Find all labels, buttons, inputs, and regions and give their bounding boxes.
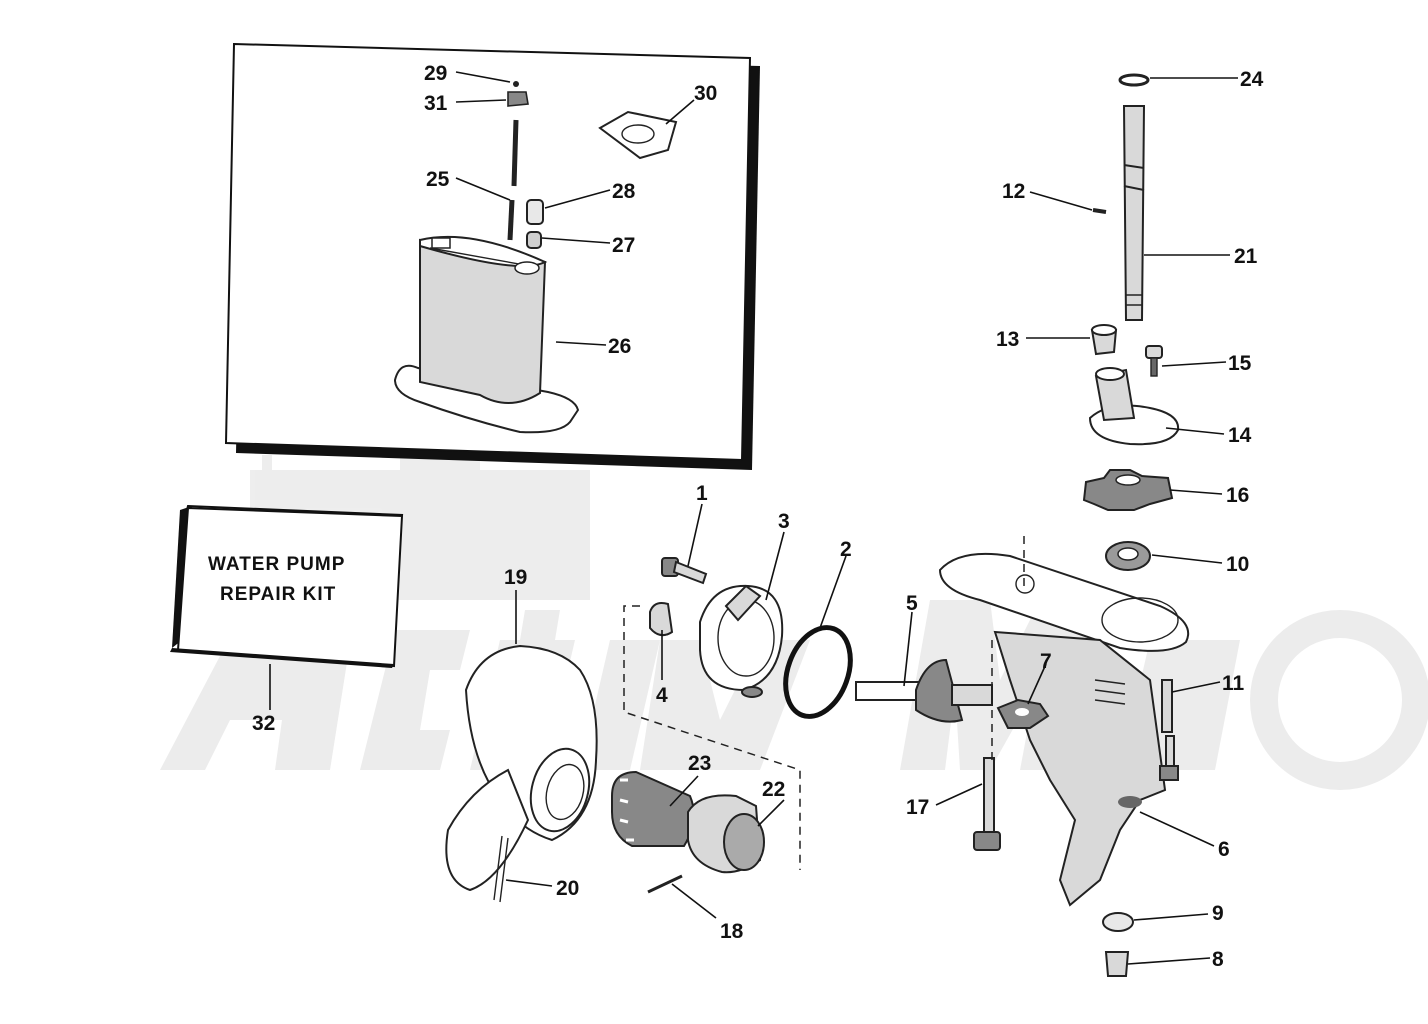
part-6-gearcase — [938, 552, 1190, 907]
part-10-seal — [1105, 541, 1151, 571]
callout-18: 18 — [720, 920, 744, 943]
part-11-stud — [1159, 679, 1179, 781]
part-1-screw — [661, 557, 708, 585]
part-26-exhaust-housing — [393, 235, 580, 434]
part-27-grommet — [526, 231, 542, 249]
callout-1: 1 — [696, 482, 708, 505]
kit-box-front — [176, 506, 404, 668]
callout-23: 23 — [688, 752, 711, 775]
callout-3: 3 — [778, 510, 790, 533]
part-12-pin — [1092, 208, 1107, 214]
part-25-water-tube — [507, 119, 519, 241]
part-28-grommet — [526, 199, 544, 225]
callout-24: 24 — [1240, 68, 1264, 91]
callout-6: 6 — [1218, 838, 1230, 861]
callout-10: 10 — [1226, 553, 1249, 576]
part-19-propeller — [445, 644, 598, 892]
part-22-thrust-hub — [687, 794, 765, 874]
callout-9: 9 — [1212, 902, 1224, 925]
part-3-bearing-housing — [699, 584, 784, 698]
part-24-seal — [1118, 73, 1150, 87]
part-17-bolt — [973, 757, 1001, 851]
leader-lines — [269, 71, 1238, 965]
callout-15: 15 — [1228, 352, 1252, 375]
part-23-drive-pin-hub — [611, 770, 695, 847]
callout-21: 21 — [1234, 245, 1258, 268]
kit-box-line1: WATER PUMP — [208, 554, 345, 575]
part-20-cotter-pin — [493, 835, 509, 903]
part-5-propeller-shaft-gear — [855, 658, 993, 723]
callout-19: 19 — [504, 566, 527, 589]
part-7-pinion-gear — [996, 698, 1050, 729]
callout-2: 2 — [840, 538, 852, 561]
callout-5: 5 — [906, 592, 918, 615]
callout-12: 12 — [1002, 180, 1025, 203]
dashed-group-outline — [623, 536, 1025, 870]
part-18-drive-pin — [647, 874, 683, 894]
callout-14: 14 — [1228, 424, 1252, 447]
callout-26: 26 — [608, 335, 631, 358]
callout-8: 8 — [1212, 948, 1224, 971]
part-16-impeller — [1082, 469, 1174, 511]
callout-27: 27 — [612, 234, 635, 257]
callout-29: 29 — [424, 62, 447, 85]
part-14-pump-housing — [1088, 367, 1180, 446]
callout-32: 32 — [252, 712, 275, 735]
part-2-o-ring — [783, 625, 853, 719]
callout-28: 28 — [612, 180, 636, 203]
callout-numbers: 29 31 30 25 28 27 26 24 12 21 13 15 14 1… — [252, 62, 1264, 971]
callout-25: 25 — [426, 168, 450, 191]
part-30-gasket — [598, 110, 678, 160]
callout-13: 13 — [996, 328, 1019, 351]
callout-17: 17 — [906, 796, 929, 819]
callout-7: 7 — [1040, 650, 1052, 673]
part-31-nut — [507, 91, 529, 107]
kit-box-line2: REPAIR KIT — [220, 584, 336, 605]
part-8-plug — [1104, 951, 1130, 977]
part-13-bushing — [1090, 324, 1118, 356]
callout-20: 20 — [556, 877, 579, 900]
part-9-washer — [1102, 912, 1134, 932]
callout-30: 30 — [694, 82, 717, 105]
callout-16: 16 — [1226, 484, 1249, 507]
part-4-spacer — [649, 602, 674, 637]
callout-31: 31 — [424, 92, 448, 115]
part-29-ball — [513, 81, 519, 87]
part-21-drive-shaft — [1122, 105, 1146, 321]
callout-11: 11 — [1222, 672, 1245, 695]
repair-kit-box: WATER PUMP REPAIR KIT — [170, 504, 404, 668]
callout-22: 22 — [762, 778, 785, 801]
kit-box-bottom — [170, 648, 394, 668]
part-15-screw — [1145, 345, 1163, 377]
callout-4: 4 — [656, 684, 668, 707]
part-drawings — [393, 73, 1190, 977]
